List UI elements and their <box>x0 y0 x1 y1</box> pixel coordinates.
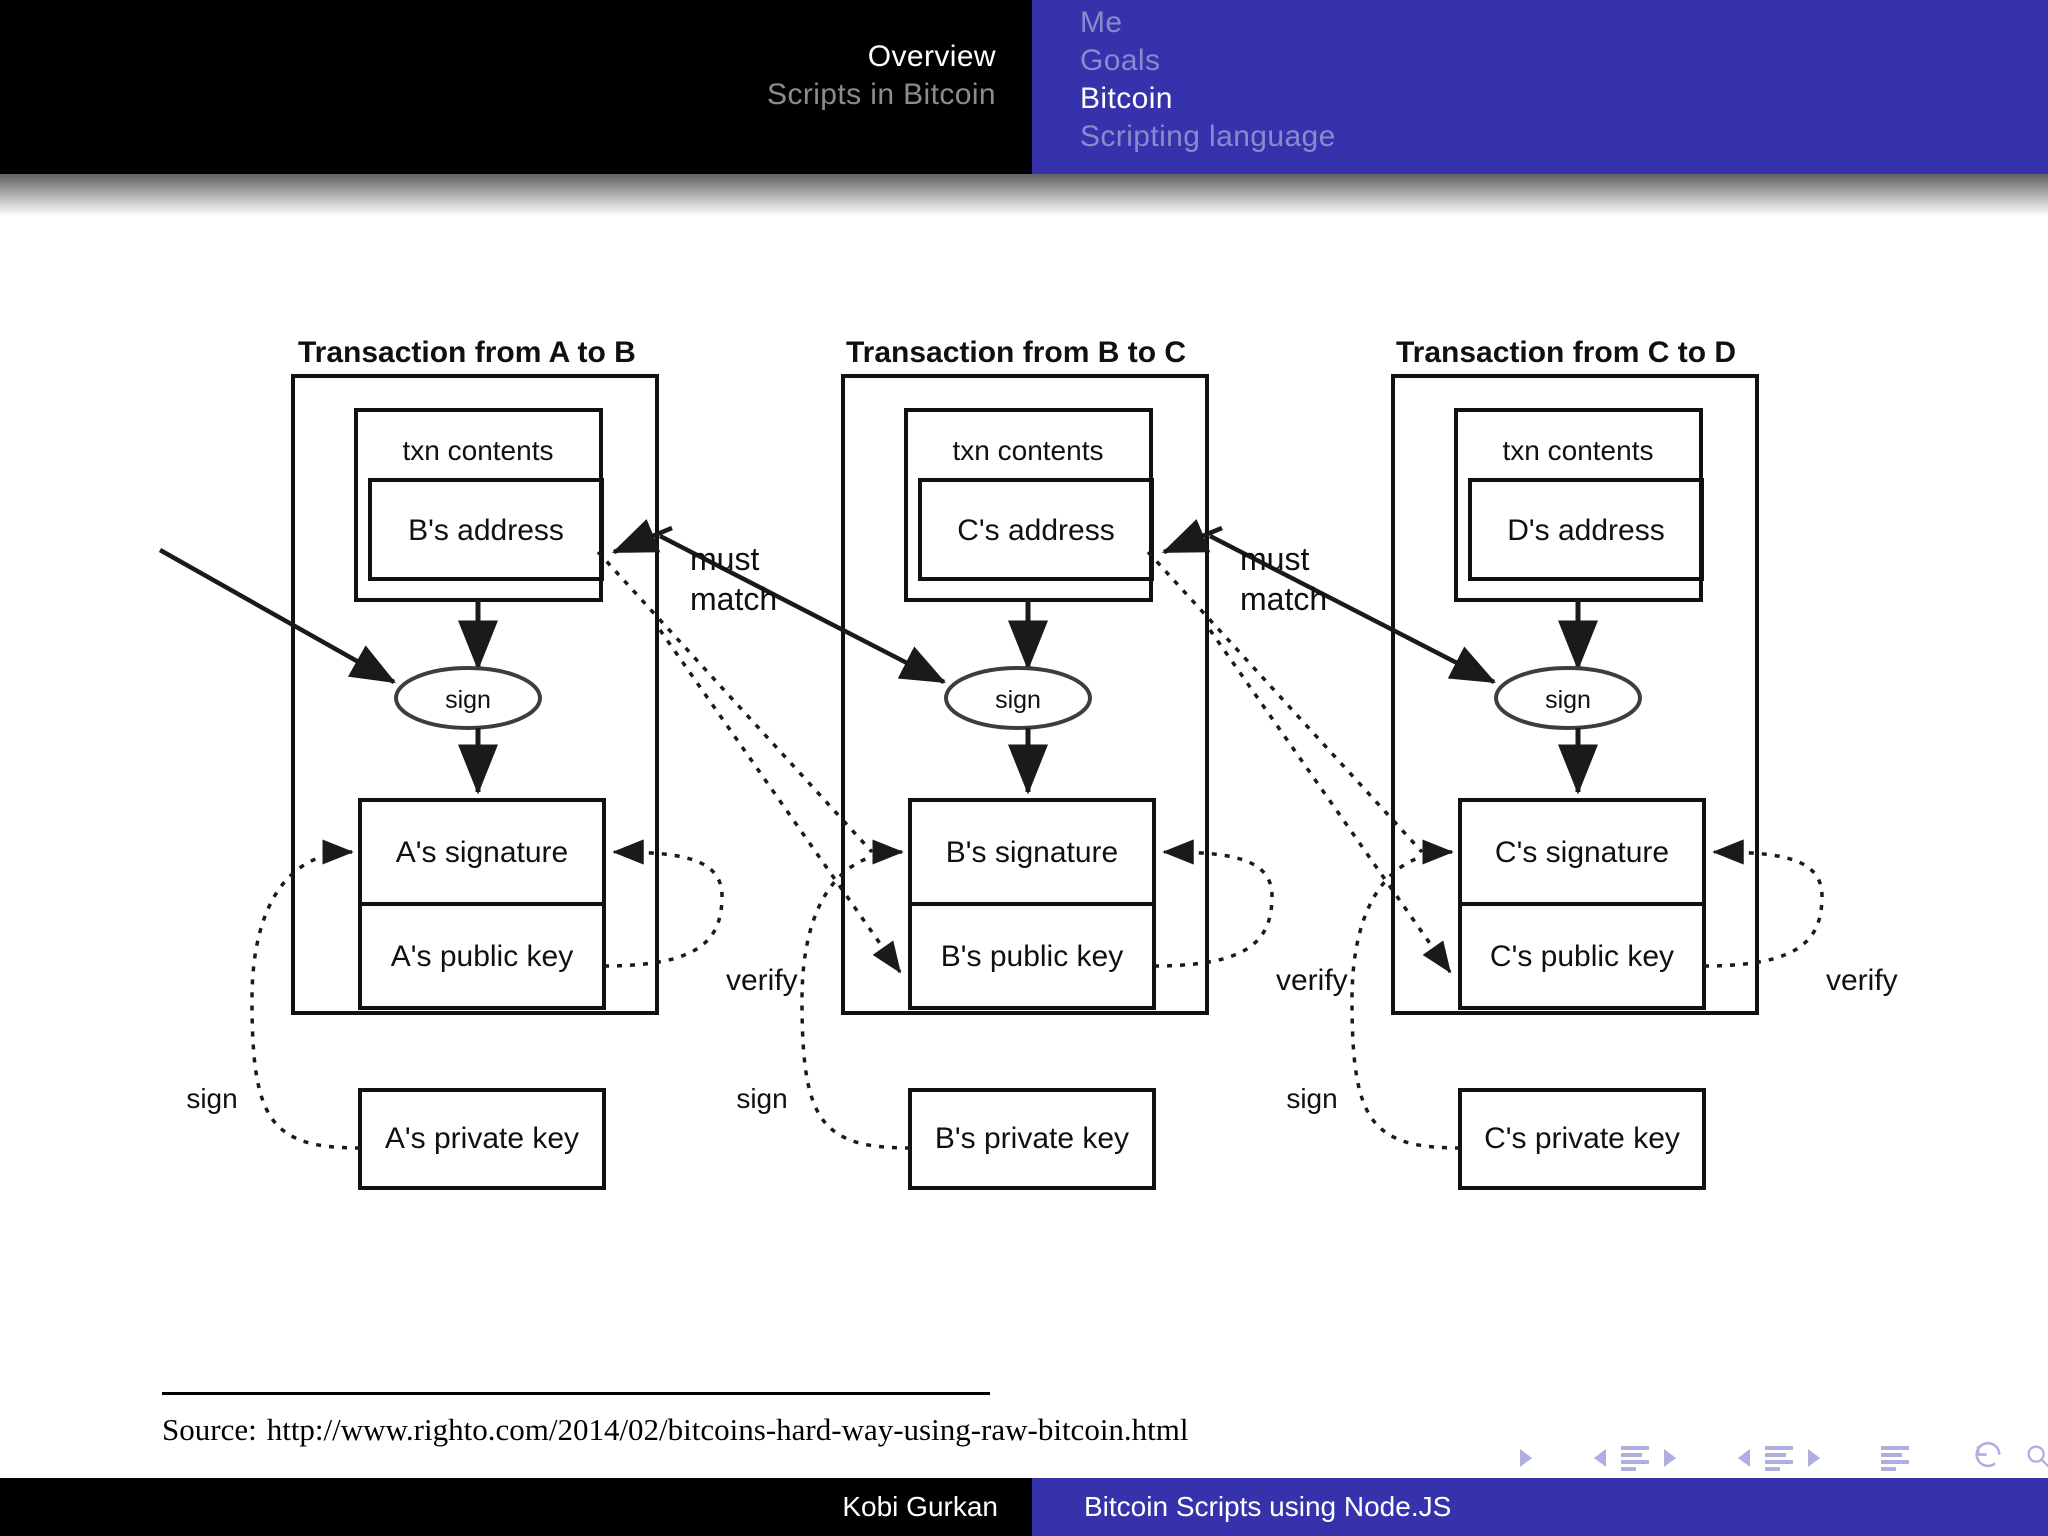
search-icon[interactable] <box>2023 1441 2048 1476</box>
must-match-label-1-line1: must <box>690 541 759 577</box>
private-key-label-c-d: C's private key <box>1484 1122 1680 1155</box>
edge-verify-a-b <box>603 839 724 968</box>
sign-edge-label-c-d: sign <box>1286 1083 1337 1114</box>
nav-subsections: Me Goals Bitcoin Scripting language <box>1080 4 1336 156</box>
public-key-label-a-b: A's public key <box>391 940 573 973</box>
frame-nav-group-2 <box>1730 1445 1828 1471</box>
txn-contents-label-b-c: txn contents <box>953 435 1104 466</box>
transaction-outer-box-b-c <box>841 374 1209 1015</box>
nav-section-scripts-in-bitcoin[interactable]: Scripts in Bitcoin <box>767 78 996 111</box>
verify-edge-label-b-c: verify <box>1276 964 1348 997</box>
sign-node-c-d <box>1494 666 1642 730</box>
triangle-left-icon[interactable] <box>1738 1449 1750 1467</box>
must-match-label-2-line2: match <box>1240 581 1327 617</box>
triangle-right-icon[interactable] <box>1808 1449 1820 1467</box>
nav-subsection-scripting-language[interactable]: Scripting language <box>1080 120 1336 153</box>
nav-sections: Overview Scripts in Bitcoin <box>767 38 996 114</box>
header-section-left: Overview Scripts in Bitcoin <box>0 0 1032 174</box>
public-key-box-c-d <box>1458 902 1706 1010</box>
edge-verify-b-c <box>1153 839 1274 968</box>
slide-header: Overview Scripts in Bitcoin Me Goals Bit… <box>0 0 2048 174</box>
source-label: Source: <box>162 1412 257 1447</box>
public-key-box-b-c <box>908 902 1156 1010</box>
private-key-box-a-b <box>358 1088 606 1190</box>
private-key-box-b-c <box>908 1088 1156 1190</box>
source-line: Source: http://www.righto.com/2014/02/bit… <box>162 1412 1562 1448</box>
edge-must-match-dotted-2b <box>1208 628 1452 974</box>
transaction-title-b-c: Transaction from B to C <box>846 336 1186 369</box>
public-key-label-c-d: C's public key <box>1490 940 1674 973</box>
transaction-group-b-c: Transaction from B to C txn contents C's… <box>736 336 1348 1190</box>
transaction-title-a-b: Transaction from A to B <box>298 336 636 369</box>
sign-edge-label-b-c: sign <box>736 1083 787 1114</box>
public-key-box-a-b <box>358 902 606 1010</box>
transaction-group-c-d: Transaction from C to D txn contents D's… <box>1286 336 1898 1190</box>
txn-contents-label-a-b: txn contents <box>403 435 554 466</box>
edge-address-b-to-sign-b-c <box>658 533 947 685</box>
footer-author: Kobi Gurkan <box>0 1478 1032 1536</box>
sign-node-b-c <box>944 666 1092 730</box>
sign-node-label-b-c: sign <box>995 686 1041 714</box>
edge-verify-c-d <box>1703 839 1824 968</box>
signature-label-b-c: B's signature <box>946 836 1119 869</box>
edge-address-c-to-sign-c-d <box>1208 533 1497 685</box>
must-match-label-1-line2: match <box>690 581 777 617</box>
slide-footer: Kobi Gurkan Bitcoin Scripts using Node.J… <box>0 1478 2048 1536</box>
sign-node-label-a-b: sign <box>445 686 491 714</box>
triangle-right-icon[interactable] <box>1520 1449 1532 1467</box>
bars-icon[interactable] <box>1765 1445 1793 1471</box>
triangle-right-icon[interactable] <box>1664 1449 1676 1467</box>
bars-icon[interactable] <box>1621 1445 1649 1471</box>
signature-label-a-b: A's signature <box>396 836 569 869</box>
sign-node-label-c-d: sign <box>1545 686 1591 714</box>
sign-node-a-b <box>394 666 542 730</box>
transaction-group-a-b: Transaction from A to B txn contents B's… <box>186 336 798 1190</box>
private-key-label-a-b: A's private key <box>385 1122 579 1155</box>
edge-sign-private-key-b-c <box>800 839 911 1150</box>
nav-subsection-bitcoin[interactable]: Bitcoin <box>1080 82 1173 115</box>
transaction-title-c-d: Transaction from C to D <box>1396 336 1736 369</box>
address-box-b-c <box>918 478 1154 581</box>
header-section-right: Me Goals Bitcoin Scripting language <box>1032 0 2048 174</box>
public-key-label-b-c: B's public key <box>941 940 1123 973</box>
nav-subsection-me[interactable]: Me <box>1080 6 1123 39</box>
address-box-c-d <box>1468 478 1704 581</box>
nav-subsection-goals[interactable]: Goals <box>1080 44 1161 77</box>
source-divider <box>162 1392 990 1395</box>
undo-icon[interactable] <box>1971 1439 2005 1478</box>
address-box-a-b <box>368 478 604 581</box>
address-label-b-c: C's address <box>957 514 1114 547</box>
verify-edge-label-c-d: verify <box>1826 964 1898 997</box>
header-shadow <box>0 174 2048 216</box>
footer-title: Bitcoin Scripts using Node.JS <box>1032 1478 2048 1536</box>
edge-sign-private-key-c-d <box>1350 839 1461 1150</box>
edge-must-match-arrow-2 <box>1161 519 1223 555</box>
edge-must-match-arrow-1 <box>611 519 673 555</box>
bitcoin-transaction-chain-diagram: Transaction from A to B txn contents B's… <box>0 300 2048 1200</box>
private-key-label-b-c: B's private key <box>935 1122 1129 1155</box>
address-label-a-b: B's address <box>408 514 564 547</box>
transaction-outer-box-a-b <box>291 374 659 1015</box>
bars-icon[interactable] <box>1881 1445 1909 1471</box>
nav-section-overview[interactable]: Overview <box>867 40 996 73</box>
triangle-left-icon[interactable] <box>1594 1449 1606 1467</box>
edge-sign-private-key-a-b <box>250 839 361 1150</box>
address-label-c-d: D's address <box>1507 514 1664 547</box>
sign-edge-label-a-b: sign <box>186 1083 237 1114</box>
edge-must-match-dotted-1b <box>658 628 902 974</box>
verify-edge-label-a-b: verify <box>726 964 798 997</box>
edge-must-match-dotted-1a <box>596 550 874 854</box>
frame-nav-group-1 <box>1586 1445 1684 1471</box>
edge-must-match-dotted-2a <box>1146 550 1424 854</box>
edge-incoming-to-sign-a-b <box>158 548 396 684</box>
must-match-label-2-line1: must <box>1240 541 1309 577</box>
signature-label-c-d: C's signature <box>1495 836 1669 869</box>
private-key-box-c-d <box>1458 1088 1706 1190</box>
transaction-outer-box-c-d <box>1391 374 1759 1015</box>
txn-contents-label-c-d: txn contents <box>1503 435 1654 466</box>
source-url[interactable]: http://www.righto.com/2014/02/bitcoins-h… <box>266 1412 1189 1447</box>
beamer-navigation-symbols <box>1512 1436 2048 1480</box>
